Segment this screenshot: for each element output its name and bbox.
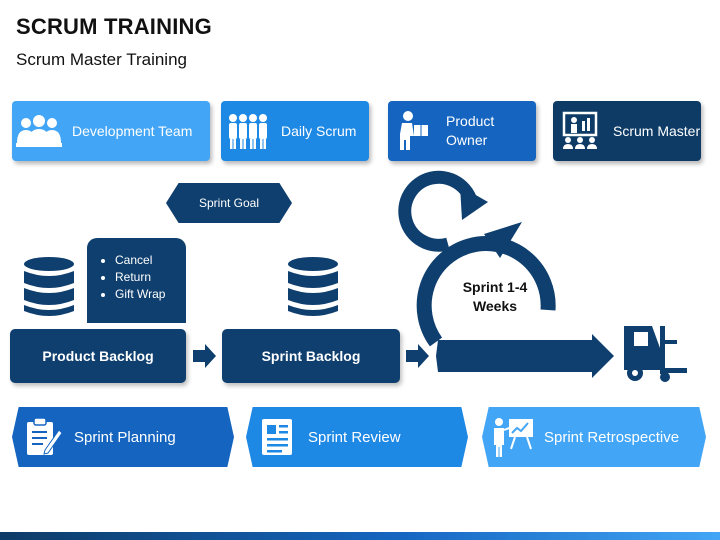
role-product-owner: Product Owner — [388, 101, 536, 161]
event-label: Sprint Retrospective — [544, 428, 680, 446]
list-item: Cancel — [115, 252, 186, 269]
role-label: Scrum Master — [613, 122, 701, 139]
cycle-arrow-icon — [398, 170, 614, 378]
team-icon — [12, 113, 66, 149]
database-icon — [288, 257, 338, 316]
event-sprint-retrospective: Sprint Retrospective — [482, 407, 706, 467]
event-label: Sprint Planning — [74, 428, 176, 446]
options-box: Cancel Return Gift Wrap — [87, 238, 186, 323]
page-title: SCRUM TRAINING — [16, 14, 212, 39]
event-sprint-planning: Sprint Planning — [12, 407, 234, 467]
role-label: Daily Scrum — [281, 122, 357, 139]
person-box-icon — [388, 110, 440, 152]
product-backlog: Product Backlog — [10, 329, 186, 383]
footer-bar — [0, 532, 720, 540]
presentation-icon — [553, 111, 607, 151]
people-group-icon — [221, 111, 275, 151]
event-sprint-review: Sprint Review — [246, 407, 468, 467]
sprint-goal: Sprint Goal — [166, 183, 292, 223]
clipboard-pen-icon — [12, 416, 74, 458]
document-icon — [246, 417, 308, 457]
role-label: Product Owner — [446, 113, 495, 148]
presenter-board-icon — [482, 415, 544, 459]
role-development-team: Development Team — [12, 101, 210, 161]
arrow-icon — [193, 344, 429, 368]
list-item: Gift Wrap — [115, 286, 186, 303]
event-label: Sprint Review — [308, 428, 401, 446]
sprint-backlog: Sprint Backlog — [222, 329, 400, 383]
role-scrum-master: Scrum Master — [553, 101, 701, 161]
forklift-icon — [624, 326, 687, 382]
options-list: Cancel Return Gift Wrap — [103, 252, 186, 303]
list-item: Return — [115, 269, 186, 286]
sprint-length-label: Sprint 1-4 Weeks — [462, 279, 528, 314]
role-daily-scrum: Daily Scrum — [221, 101, 369, 161]
database-icon — [24, 257, 74, 316]
role-label: Development Team — [72, 122, 193, 139]
page-subtitle: Scrum Master Training — [16, 50, 187, 69]
